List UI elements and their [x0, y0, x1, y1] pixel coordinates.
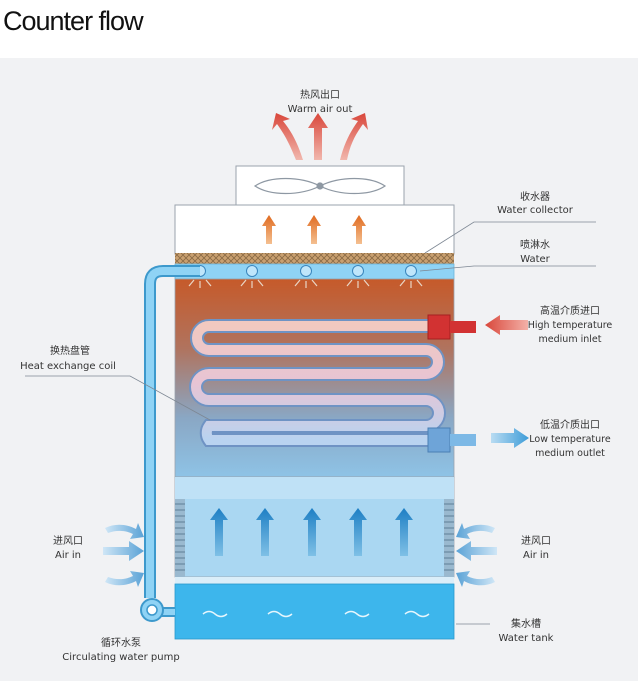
- tank-rim: [175, 577, 454, 584]
- fan-icon: [253, 177, 387, 195]
- low-temp-outlet-pipe: [450, 434, 476, 446]
- water-collector-label-en: Water collector: [497, 205, 574, 216]
- fill-top-band: [175, 477, 454, 499]
- heat-exchange-coil: [189, 319, 446, 447]
- pump-icon: [140, 598, 164, 622]
- outlet-arrow-icon: [491, 428, 529, 448]
- water-collector-mesh: [175, 253, 454, 264]
- water-label-en: Water: [520, 254, 550, 265]
- warm-air-out-label-zh: 热风出口: [300, 88, 340, 101]
- water-tank-label-zh: 集水槽: [511, 617, 541, 630]
- spray-drops: [188, 279, 423, 288]
- air-up-arrows: [210, 508, 413, 556]
- air-in-left-label-en: Air in: [55, 550, 81, 561]
- air-in-right-label-zh: 进风口: [521, 535, 551, 547]
- air-in-left-label-zh: 进风口: [53, 535, 83, 547]
- air-in-right-label-en: Air in: [523, 550, 549, 561]
- louver-left: [175, 499, 185, 577]
- low-temp-outlet-header: [427, 427, 451, 453]
- warm-air-arrows: [272, 113, 368, 160]
- coil-label-en: Heat exchange coil: [20, 361, 116, 372]
- low-temp-label-zh: 低温介质出口: [540, 418, 600, 431]
- page-title: Counter flow: [3, 6, 144, 36]
- low-temp-label-en2: medium outlet: [535, 448, 605, 459]
- high-temp-label-zh: 高温介质进口: [540, 304, 600, 317]
- pump-label-en: Circulating water pump: [62, 652, 179, 663]
- high-temp-inlet-header: [427, 314, 451, 340]
- vapor-up-arrows: [262, 215, 366, 244]
- coil-label-zh: 换热盘管: [50, 344, 90, 357]
- water-label-zh: 喷淋水: [520, 238, 550, 251]
- high-temp-inlet-pipe: [450, 321, 476, 333]
- inlet-arrow-icon: [485, 315, 528, 335]
- high-temp-label-en1: High temperature: [528, 320, 613, 331]
- water-tank-label-en: Water tank: [499, 633, 554, 644]
- pump-label-zh: 循环水泵: [101, 636, 141, 649]
- water-collector-label-zh: 收水器: [520, 190, 550, 203]
- louver-right: [444, 499, 454, 577]
- air-in-left-arrows: [103, 523, 144, 587]
- high-temp-label-en2: medium inlet: [539, 334, 602, 345]
- water-waves: [202, 610, 430, 618]
- air-in-right-arrows: [456, 523, 497, 587]
- warm-air-out-label-en: Warm air out: [288, 104, 353, 115]
- low-temp-label-en1: Low temperature: [529, 434, 611, 445]
- leader-lines: [25, 221, 596, 625]
